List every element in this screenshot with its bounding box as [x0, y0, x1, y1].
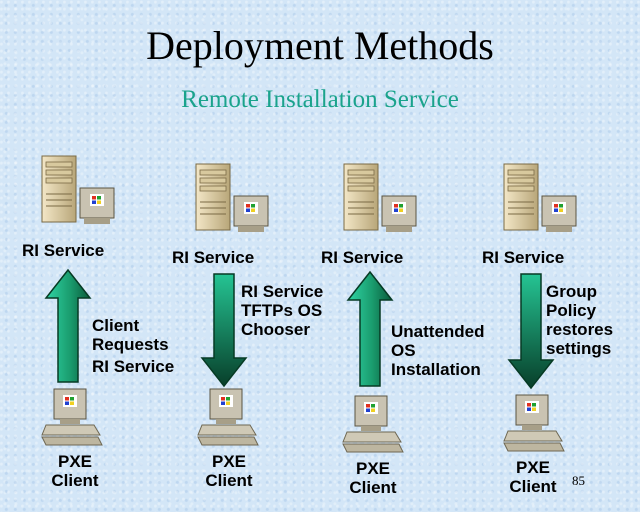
step-description: Unattended OS Installation — [391, 322, 485, 379]
server-computer-icon — [195, 163, 269, 232]
ri-service-label: RI Service — [482, 248, 565, 267]
client-computer-icon — [197, 388, 259, 446]
pxe-client-label: PXE Client — [349, 459, 397, 497]
ri-service-label: RI Service — [172, 248, 255, 267]
server-computer-icon — [41, 155, 115, 224]
step-description: Group Policy restores settings — [546, 282, 614, 358]
client-computer-icon — [342, 395, 404, 453]
slide-subtitle: Remote Installation Service — [181, 86, 459, 113]
client-computer-icon — [503, 394, 565, 452]
step-description: RI Service TFTPs OS Chooser — [241, 282, 324, 339]
ri-service-label: RI Service — [22, 241, 105, 260]
arrow-down-icon — [200, 273, 248, 388]
pxe-client-label: PXE Client — [51, 452, 99, 490]
server-computer-icon — [503, 163, 577, 232]
pxe-client-label: PXE Client — [509, 458, 557, 496]
pxe-client-label: PXE Client — [205, 452, 253, 490]
arrow-up-icon — [346, 270, 394, 387]
step-description: Client Requests RI Service — [92, 316, 175, 376]
client-computer-icon — [41, 388, 103, 446]
arrow-up-icon — [44, 268, 92, 383]
server-computer-icon — [343, 163, 417, 232]
arrow-down-icon — [507, 273, 555, 390]
page-number: 85 — [572, 473, 585, 488]
slide-title: Deployment Methods — [146, 23, 494, 68]
ri-service-label: RI Service — [321, 248, 404, 267]
